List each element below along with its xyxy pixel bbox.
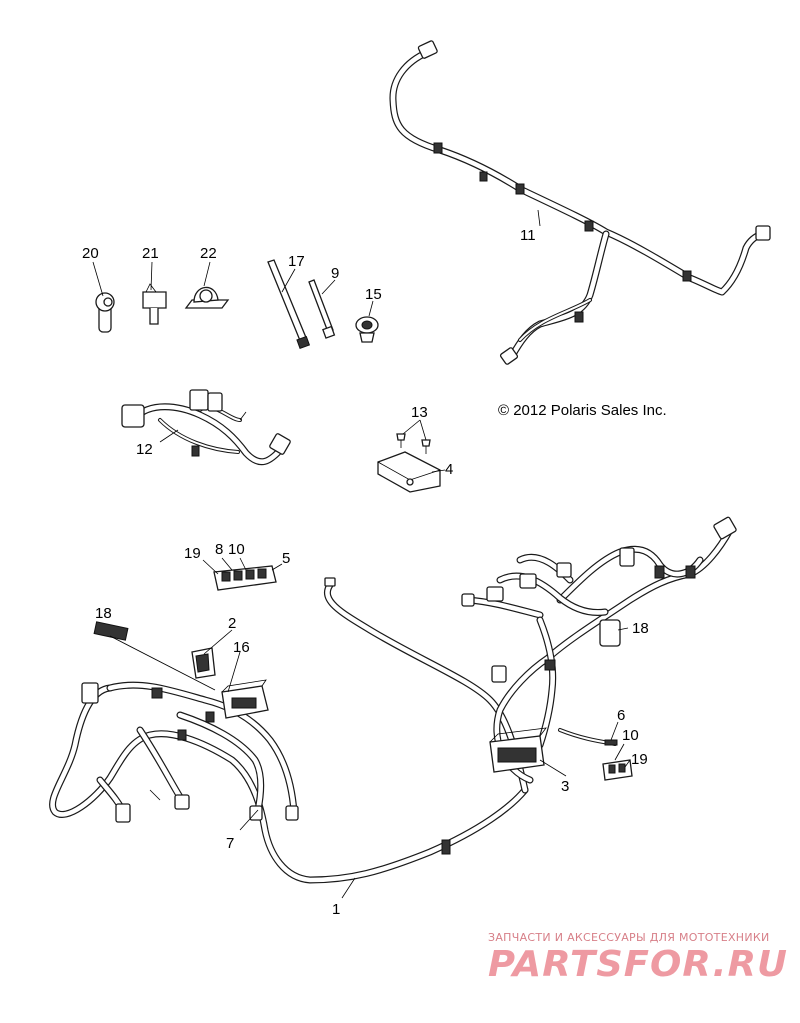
callout-16: 16 — [233, 639, 250, 656]
fuse-block-small[interactable] — [213, 565, 277, 591]
watermark-logo: PARTSFOR.RU — [488, 944, 788, 985]
callout-22: 22 — [200, 245, 217, 262]
callout-7: 7 — [226, 835, 234, 852]
callout-3: 3 — [561, 778, 569, 795]
callout-8: 8 — [215, 541, 223, 558]
part-13-screws[interactable] — [396, 433, 431, 454]
callout-2: 2 — [228, 615, 236, 632]
callout-4: 4 — [445, 461, 453, 478]
part-16-fuse-box[interactable] — [221, 679, 269, 719]
callout-21: 21 — [142, 245, 159, 262]
watermark-tagline: ЗАПЧАСТИ И АКСЕССУАРЫ ДЛЯ МОТОТЕХНИКИ — [488, 931, 770, 944]
leader-lines — [92, 209, 631, 899]
part-9-cable-tie[interactable] — [308, 279, 336, 339]
part-6-10-18-fuse-group[interactable] — [602, 739, 633, 781]
callout-15: 17 — [288, 253, 305, 270]
callout-10-right: 10 — [622, 727, 639, 744]
callout-19: 18 — [95, 605, 112, 622]
callout-14: 15 — [365, 286, 382, 303]
callout-11: 11 — [520, 227, 536, 244]
callout-5: 5 — [282, 550, 290, 567]
callout-12: 12 — [136, 441, 153, 458]
part-3-ecu[interactable] — [489, 727, 547, 773]
callout-labels: 20 21 22 17 9 15 11 12 13 4 19 8 10 5 18… — [82, 227, 649, 918]
harness-11[interactable] — [389, 40, 771, 365]
callout-13: 13 — [411, 404, 428, 421]
callout-10-left: 10 — [228, 541, 245, 558]
watermark: ЗАПЧАСТИ И АКСЕССУАРЫ ДЛЯ МОТОТЕХНИКИ PA… — [488, 931, 788, 985]
harness-12[interactable] — [121, 389, 291, 466]
part-19-label[interactable] — [93, 621, 129, 641]
callout-6: 6 — [617, 707, 625, 724]
callout-18-left: 19 — [184, 545, 201, 562]
part-20-grommet[interactable] — [95, 292, 115, 333]
part-4-bracket[interactable] — [377, 451, 441, 493]
part-15-cable-tie[interactable] — [267, 259, 311, 350]
callout-9: 9 — [331, 265, 339, 282]
callout-18-right: 19 — [631, 751, 648, 768]
part-2-relay[interactable] — [191, 647, 216, 679]
copyright-notice: © 2012 Polaris Sales Inc. — [498, 402, 667, 419]
callout-20: 20 — [82, 245, 99, 262]
part-21-clip[interactable] — [142, 283, 167, 325]
harness-1-main[interactable] — [49, 577, 529, 884]
callout-1: 1 — [332, 901, 340, 918]
callout-17: 18 — [632, 620, 649, 637]
part-22-clamp[interactable] — [184, 286, 230, 309]
part-14-clip[interactable] — [355, 316, 379, 343]
